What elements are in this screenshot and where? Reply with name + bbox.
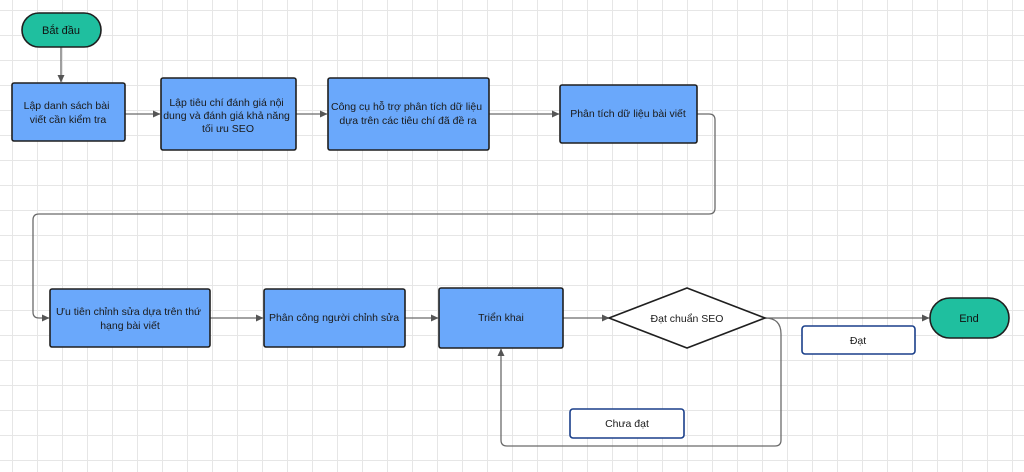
label-fail-line: Chưa đạt	[605, 418, 649, 430]
start-label-line: Bắt đầu	[42, 24, 80, 37]
node-step6[interactable]: Phân công người chỉnh sửa	[263, 288, 406, 348]
step3-label: Công cụ hỗ trợ phân tích dữ liệu dựa trê…	[331, 100, 485, 127]
node-decision[interactable]: Đạt chuẩn SEO	[606, 287, 768, 349]
node-end[interactable]: End	[929, 297, 1010, 339]
step2-label-line: tối ưu SEO	[202, 123, 254, 135]
label-fail-text: Chưa đạt	[605, 418, 649, 430]
end-label-line: End	[959, 313, 979, 325]
label-pass-text: Đạt	[850, 335, 866, 347]
step2-label-line: Lập tiêu chí đánh giá nội	[169, 97, 283, 109]
node-step7[interactable]: Triển khai	[438, 287, 564, 349]
step6-label-line: Phân công người chỉnh sửa	[269, 312, 399, 324]
edge-step4-to-step5	[32, 113, 716, 322]
step4-label-line: Phân tích dữ liệu bài viết	[570, 108, 686, 120]
decision-label: Đạt chuẩn SEO	[651, 313, 724, 325]
step5-label-line: Ưu tiên chỉnh sửa dựa trên thứ	[56, 306, 201, 318]
step3-label-line: dựa trên các tiêu chí đã đề ra	[339, 115, 476, 127]
step7-label-line: Triển khai	[478, 312, 524, 324]
node-step1[interactable]: Lập danh sách bài viết cần kiểm tra	[11, 82, 126, 142]
end-label: End	[959, 313, 979, 325]
step2-label-line: dung và đánh giá khả năng	[163, 110, 290, 122]
step4-label: Phân tích dữ liệu bài viết	[570, 108, 686, 120]
decision-label-line: Đạt chuẩn SEO	[651, 313, 724, 325]
label-fail[interactable]: Chưa đạt	[569, 408, 685, 439]
step2-label: Lập tiêu chí đánh giá nội dung và đánh g…	[163, 97, 293, 135]
step5-label: Ưu tiên chỉnh sửa dựa trên thứ hạng bài …	[56, 306, 204, 332]
step1-label-line: viết cần kiểm tra	[30, 114, 107, 126]
node-step5[interactable]: Ưu tiên chỉnh sửa dựa trên thứ hạng bài …	[49, 288, 211, 348]
step5-label-line: hạng bài viết	[100, 320, 160, 332]
edge-decision-back-to-step7	[497, 317, 782, 447]
start-label: Bắt đầu	[42, 24, 80, 37]
step7-label: Triển khai	[478, 312, 524, 324]
edges	[32, 47, 930, 447]
node-step2[interactable]: Lập tiêu chí đánh giá nội dung và đánh g…	[160, 77, 297, 151]
node-start[interactable]: Bắt đầu	[21, 12, 102, 48]
step1-label-line: Lập danh sách bài	[24, 100, 110, 112]
step3-label-line: Công cụ hỗ trợ phân tích dữ liệu	[331, 100, 482, 113]
node-step3[interactable]: Công cụ hỗ trợ phân tích dữ liệu dựa trê…	[327, 77, 490, 151]
node-step4[interactable]: Phân tích dữ liệu bài viết	[559, 84, 698, 144]
label-pass[interactable]: Đạt	[801, 325, 916, 355]
label-pass-line: Đạt	[850, 335, 866, 347]
step6-label: Phân công người chỉnh sửa	[269, 312, 399, 324]
step1-label: Lập danh sách bài viết cần kiểm tra	[24, 100, 113, 126]
